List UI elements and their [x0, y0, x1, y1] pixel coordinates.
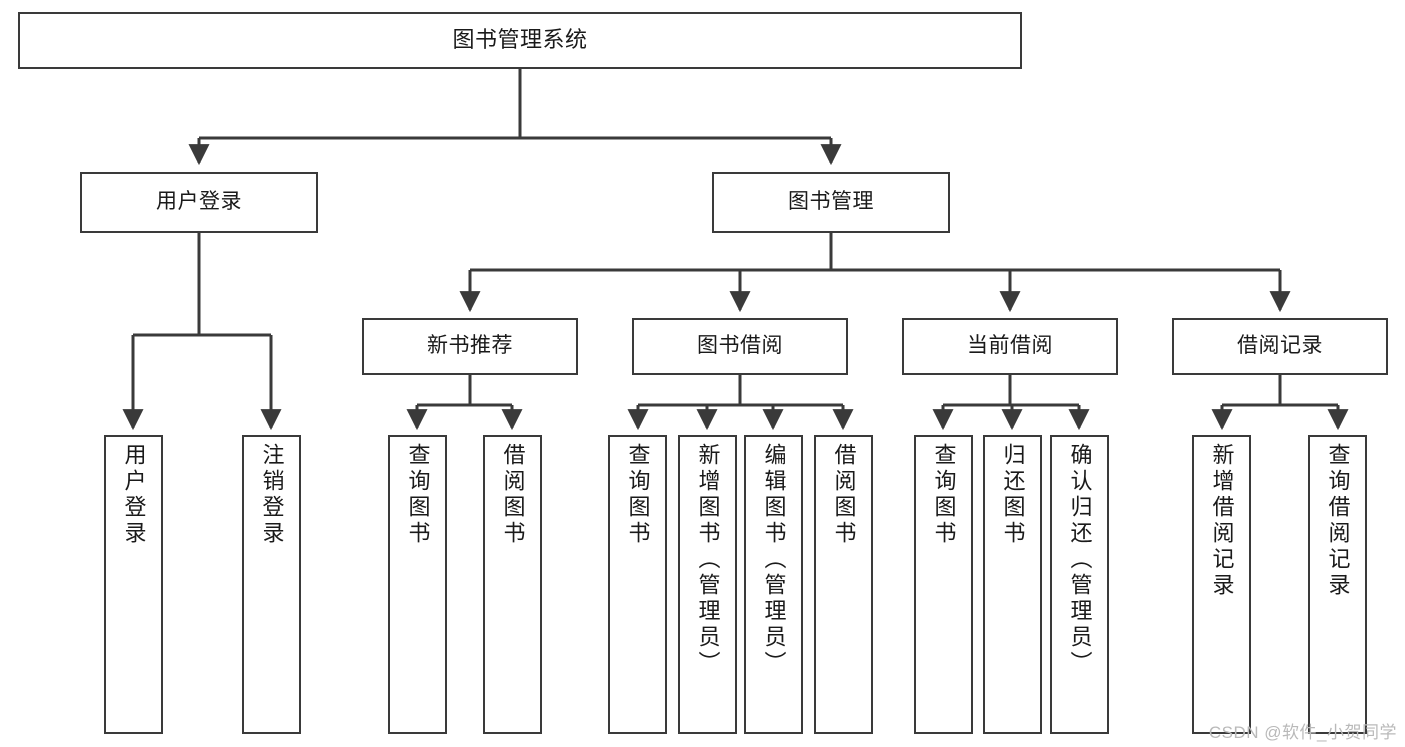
node-leaf-query-book-2[interactable]: 查询图书 — [608, 435, 667, 734]
node-leaf-return-book[interactable]: 归还图书 — [983, 435, 1042, 734]
node-label: 当前借阅 — [967, 334, 1053, 358]
node-label: 新书推荐 — [427, 334, 513, 358]
node-book-borrow[interactable]: 图书借阅 — [632, 318, 848, 375]
node-label: 新增借阅记录 — [1209, 443, 1235, 599]
node-label: 查询图书 — [931, 443, 957, 547]
node-label: 编辑图书（管理员） — [761, 443, 787, 677]
node-leaf-user-login[interactable]: 用户登录 — [104, 435, 163, 734]
node-label: 注销登录 — [259, 443, 285, 547]
node-label: 查询图书 — [405, 443, 431, 547]
node-borrow-record[interactable]: 借阅记录 — [1172, 318, 1388, 375]
node-leaf-add-record[interactable]: 新增借阅记录 — [1192, 435, 1251, 734]
node-user-login[interactable]: 用户登录 — [80, 172, 318, 233]
node-label: 新增图书（管理员） — [695, 443, 721, 677]
node-leaf-add-book[interactable]: 新增图书（管理员） — [678, 435, 737, 734]
node-leaf-logout-login[interactable]: 注销登录 — [242, 435, 301, 734]
node-book-management[interactable]: 图书管理 — [712, 172, 950, 233]
node-label: 图书借阅 — [697, 334, 783, 358]
node-current-borrow[interactable]: 当前借阅 — [902, 318, 1118, 375]
node-label: 图书管理 — [788, 190, 874, 214]
node-label: 图书管理系统 — [452, 27, 588, 53]
node-label: 查询借阅记录 — [1325, 443, 1351, 599]
node-label: 借阅图书 — [500, 443, 526, 547]
node-label: 用户登录 — [156, 190, 242, 214]
csdn-watermark: CSDN @软件_小贺同学 — [1208, 723, 1397, 742]
node-label: 借阅图书 — [831, 443, 857, 547]
node-root-book-management-system[interactable]: 图书管理系统 — [18, 12, 1022, 69]
node-new-book-recommend[interactable]: 新书推荐 — [362, 318, 578, 375]
node-leaf-query-book-3[interactable]: 查询图书 — [914, 435, 973, 734]
node-label: 用户登录 — [121, 443, 147, 547]
node-leaf-query-book-1[interactable]: 查询图书 — [388, 435, 447, 734]
node-leaf-confirm-return[interactable]: 确认归还（管理员） — [1050, 435, 1109, 734]
node-leaf-edit-book[interactable]: 编辑图书（管理员） — [744, 435, 803, 734]
node-label: 借阅记录 — [1237, 334, 1323, 358]
node-leaf-query-record[interactable]: 查询借阅记录 — [1308, 435, 1367, 734]
node-label: 查询图书 — [625, 443, 651, 547]
node-label: 确认归还（管理员） — [1067, 443, 1093, 677]
node-leaf-borrow-book-1[interactable]: 借阅图书 — [483, 435, 542, 734]
node-label: 归还图书 — [1000, 443, 1026, 547]
node-leaf-borrow-book-2[interactable]: 借阅图书 — [814, 435, 873, 734]
